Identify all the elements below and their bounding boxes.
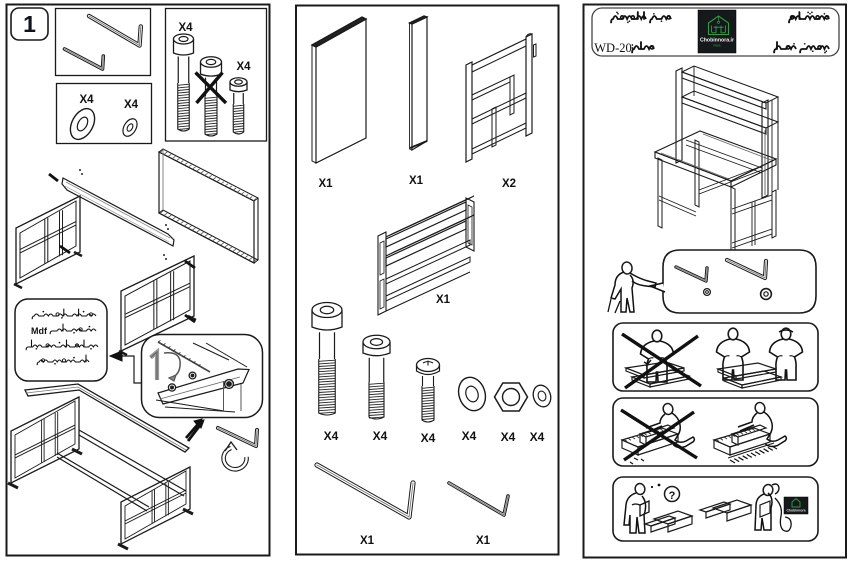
svg-text:X4: X4	[421, 431, 436, 445]
svg-text:X4: X4	[236, 61, 251, 73]
svg-text:X4: X4	[462, 429, 477, 443]
svg-text:X4: X4	[178, 22, 193, 34]
svg-text:X1: X1	[360, 535, 375, 547]
svg-text:WD-20: WD-20	[594, 41, 632, 55]
svg-text:X2: X2	[502, 178, 516, 190]
svg-text:?: ?	[669, 490, 676, 502]
svg-text:X4: X4	[124, 99, 139, 111]
svg-text:X4: X4	[373, 429, 388, 443]
svg-text:X1: X1	[476, 535, 491, 547]
svg-text:Chobinnora: Chobinnora	[786, 509, 805, 513]
svg-text:X4: X4	[79, 94, 94, 106]
svg-text:X1: X1	[436, 294, 451, 306]
svg-text:Mdf: Mdf	[31, 326, 48, 336]
svg-text:X4: X4	[530, 430, 545, 444]
svg-text:X1: X1	[409, 175, 424, 187]
svg-text:Chobinnora.ir: Chobinnora.ir	[700, 38, 734, 44]
svg-text:Nora: Nora	[714, 44, 721, 48]
svg-text:1: 1	[23, 11, 36, 37]
svg-text:X1: X1	[318, 178, 333, 190]
svg-text:X4: X4	[501, 430, 516, 444]
svg-text:X4: X4	[324, 429, 339, 443]
